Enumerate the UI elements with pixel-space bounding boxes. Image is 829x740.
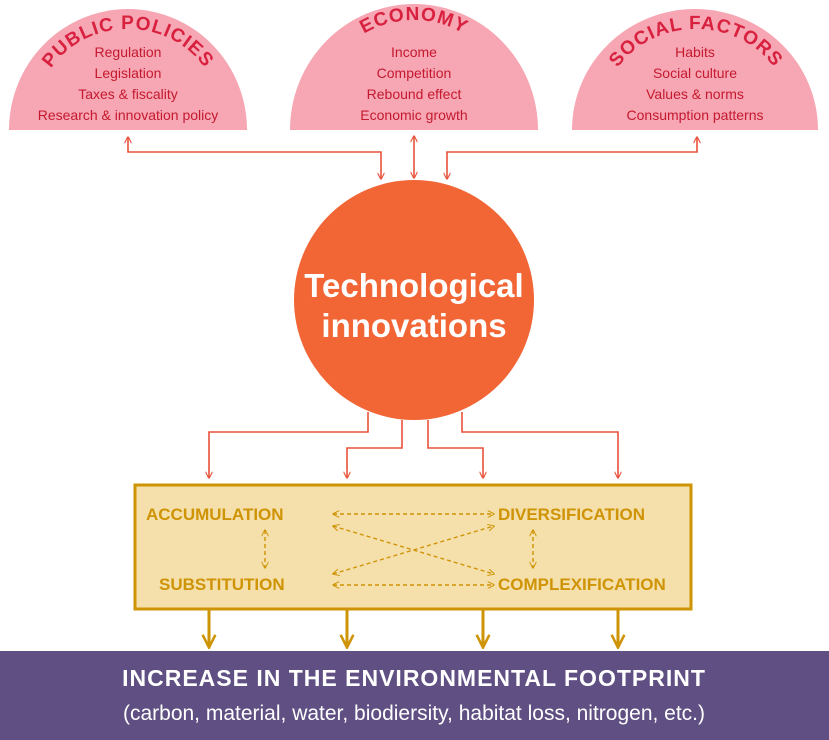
- dome-shape: [290, 4, 538, 130]
- dome-item: Rebound effect: [367, 86, 462, 102]
- footprint-banner-bg: [0, 651, 829, 740]
- dome-shape: [9, 9, 247, 130]
- arrow-to-box-4: [461, 412, 618, 478]
- dome-item: Research & innovation policy: [38, 107, 219, 123]
- dome-item: Legislation: [95, 65, 162, 81]
- arrow-to-box-3: [427, 420, 483, 478]
- mechanism-substitution: SUBSTITUTION: [159, 575, 285, 594]
- innovation-to-mechanisms-arrows: [209, 412, 618, 478]
- footprint-subtitle: (carbon, material, water, biodiersity, h…: [123, 702, 705, 725]
- mechanism-accumulation: ACCUMULATION: [146, 505, 284, 524]
- innovation-circle: [294, 180, 534, 420]
- dome-item: Values & norms: [646, 86, 744, 102]
- dome-item: Economic growth: [360, 107, 467, 123]
- innovation-label-line2: innovations: [321, 307, 506, 344]
- dome-item: Consumption patterns: [627, 107, 764, 123]
- footprint-banner: INCREASE IN THE ENVIRONMENTAL FOOTPRINT …: [0, 651, 829, 740]
- mechanism-complexification: COMPLEXIFICATION: [498, 575, 666, 594]
- domes-to-innovation-arrows: [128, 136, 697, 179]
- technological-innovations: Technological innovations: [294, 180, 534, 420]
- mechanism-diversification: DIVERSIFICATION: [498, 505, 645, 524]
- dashed-arrow-diagonal-2: [333, 526, 494, 574]
- arrow-social-factors: [447, 137, 697, 179]
- dome-item: Competition: [377, 65, 452, 81]
- innovation-label-line1: Technological: [304, 267, 523, 304]
- dome-item: Income: [391, 44, 437, 60]
- dome-social-factors: SOCIAL FACTORS Habits Social culture Val…: [572, 9, 818, 130]
- dome-item: Taxes & fiscality: [78, 86, 178, 102]
- mechanisms-to-footprint-arrows: [209, 610, 618, 646]
- dome-shape: [572, 9, 818, 130]
- mechanisms-box: ACCUMULATION DIVERSIFICATION SUBSTITUTIO…: [133, 483, 693, 611]
- footprint-title: INCREASE IN THE ENVIRONMENTAL FOOTPRINT: [122, 665, 706, 691]
- arrow-to-box-2: [347, 420, 403, 478]
- dome-economy: ECONOMY Income Competition Rebound effec…: [290, 4, 538, 130]
- dome-item: Habits: [675, 44, 715, 60]
- dome-item: Social culture: [653, 65, 737, 81]
- arrow-to-box-1: [209, 412, 369, 478]
- dome-public-policies: PUBLIC POLICIES Regulation Legislation T…: [9, 9, 247, 130]
- dome-item: Regulation: [95, 44, 162, 60]
- arrow-public-policies: [128, 137, 381, 179]
